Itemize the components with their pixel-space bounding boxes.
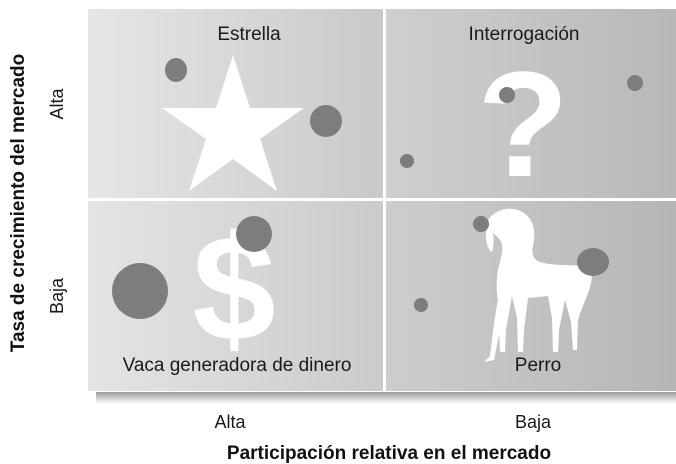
- bubble: [400, 154, 414, 168]
- x-tick-alta: Alta: [214, 412, 246, 432]
- bubble: [414, 298, 428, 312]
- bubble: [499, 87, 515, 103]
- bubble: [310, 105, 342, 137]
- bubble: [112, 263, 168, 319]
- y-tick-alta: Alta: [47, 88, 67, 120]
- y-tick-baja: Baja: [47, 277, 67, 314]
- bubble: [627, 75, 643, 91]
- question-mark-icon: ?: [477, 40, 569, 208]
- y-axis-title: Tasa de crecimiento del mercado: [8, 54, 29, 353]
- quadrant-label-perro: Perro: [515, 355, 561, 376]
- bubble: [473, 216, 489, 232]
- star-icon: [162, 55, 304, 191]
- bubble: [577, 248, 609, 276]
- quadrant-label-estrella: Estrella: [217, 24, 281, 45]
- quadrant-label-vaca: Vaca generadora de dinero: [123, 355, 352, 376]
- x-tick-baja: Baja: [515, 412, 552, 432]
- bubble: [236, 216, 272, 252]
- bubble: [165, 58, 187, 82]
- dog-icon: [484, 208, 592, 362]
- quadrant-label-interrogacion: Interrogación: [469, 24, 580, 45]
- x-axis-title: Participación relativa en el mercado: [227, 443, 551, 464]
- quadrant-interrogacion: [386, 9, 676, 198]
- matrix-shadow: [96, 392, 676, 404]
